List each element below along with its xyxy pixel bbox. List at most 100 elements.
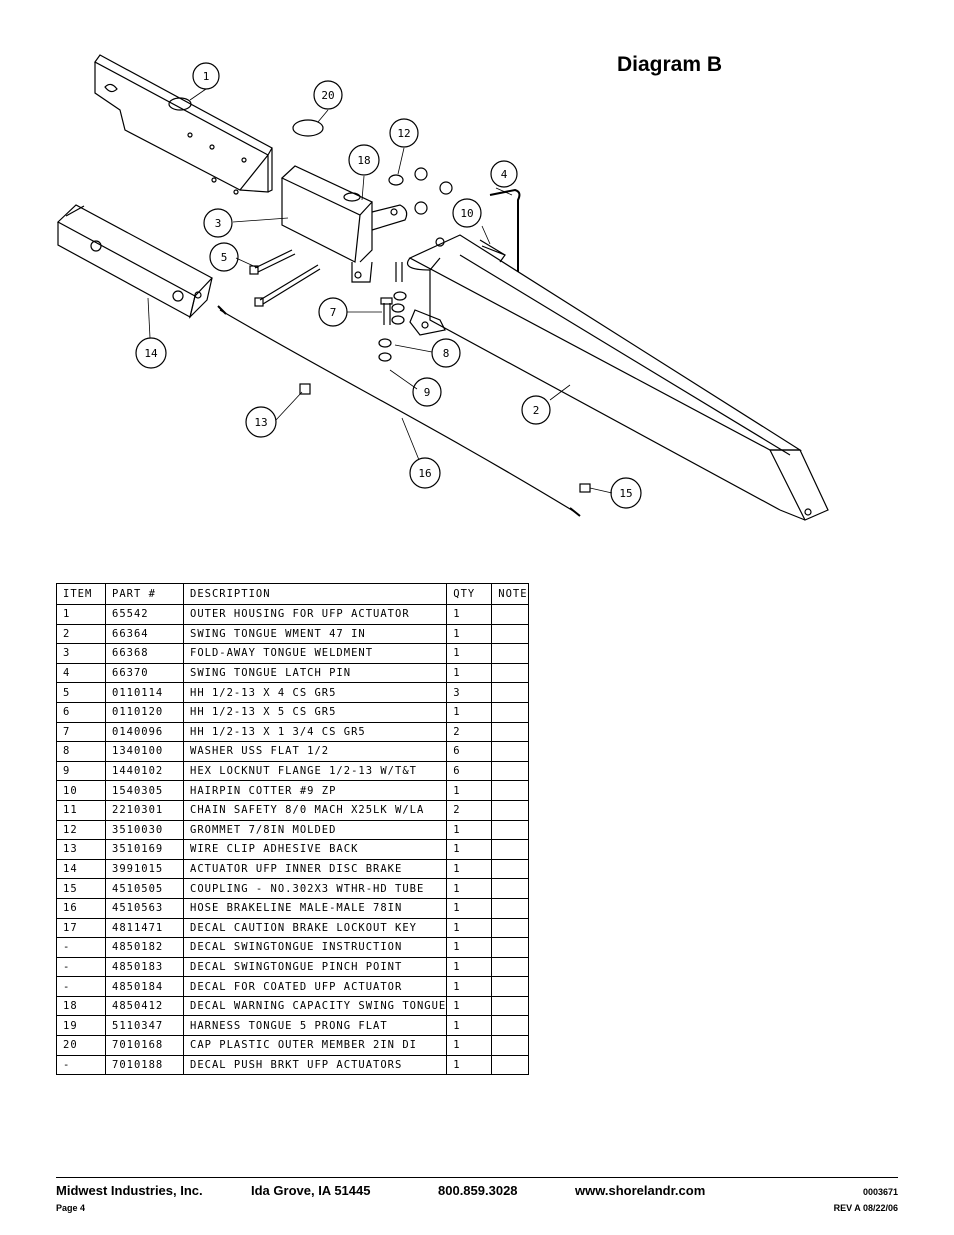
bolt-parts bbox=[249, 249, 403, 325]
cell-qty: 1 bbox=[446, 1054, 493, 1076]
cell-item: 15 bbox=[56, 878, 106, 899]
footer-website: www.shorelandr.com bbox=[575, 1183, 706, 1198]
svg-text:15: 15 bbox=[619, 487, 632, 500]
header-item: ITEM bbox=[56, 583, 106, 605]
exploded-parts-diagram: 1 20 12 18 4 10 3 5 7 8 9 14 13 16 2 15 bbox=[56, 54, 829, 521]
footer-city: Ida Grove, IA 51445 bbox=[251, 1183, 371, 1198]
cell-qty: 1 bbox=[446, 858, 493, 880]
cell-item: 12 bbox=[56, 819, 106, 841]
latch-pin-part bbox=[489, 188, 521, 272]
callout-14: 14 bbox=[135, 337, 167, 369]
callout-20: 20 bbox=[313, 80, 343, 110]
cell-desc: HEX LOCKNUT FLANGE 1/2-13 W/T&T bbox=[182, 760, 448, 782]
svg-text:18: 18 bbox=[357, 154, 370, 167]
cell-part: 7010168 bbox=[105, 1035, 184, 1056]
callout-8: 8 bbox=[431, 338, 461, 368]
cell-item: 2 bbox=[56, 623, 106, 645]
cell-part: 5110347 bbox=[105, 1015, 184, 1037]
cell-item: - bbox=[56, 1054, 106, 1076]
brake-line-part bbox=[219, 309, 576, 513]
cell-qty: 1 bbox=[446, 937, 493, 958]
svg-text:7: 7 bbox=[330, 306, 337, 319]
cell-desc: HOSE BRAKELINE MALE-MALE 78IN bbox=[182, 897, 448, 919]
footer-revision: REV A 08/22/06 bbox=[833, 1203, 898, 1213]
callout-7: 7 bbox=[318, 297, 348, 327]
cell-note bbox=[491, 976, 529, 997]
cell-qty: 1 bbox=[446, 839, 493, 860]
cell-desc: CHAIN SAFETY 8/0 MACH X25LK W/LA bbox=[182, 799, 448, 821]
callout-12: 12 bbox=[389, 118, 419, 148]
cell-item: 11 bbox=[56, 799, 106, 821]
cell-item: 18 bbox=[56, 995, 106, 1017]
callouts: 1 20 12 18 4 10 3 5 7 8 9 14 13 16 2 15 bbox=[135, 62, 642, 509]
cell-desc: COUPLING - NO.302X3 WTHR-HD TUBE bbox=[182, 878, 448, 899]
cell-desc: DECAL CAUTION BRAKE LOCKOUT KEY bbox=[182, 917, 448, 939]
cell-desc: ACTUATOR UFP INNER DISC BRAKE bbox=[182, 858, 448, 880]
svg-text:16: 16 bbox=[418, 467, 431, 480]
cell-part: 4850412 bbox=[105, 995, 184, 1017]
cell-item: 17 bbox=[56, 917, 106, 939]
cell-part: 0140096 bbox=[105, 721, 184, 743]
wire-clip-part bbox=[299, 383, 311, 395]
svg-text:10: 10 bbox=[460, 207, 473, 220]
cell-part: 4850182 bbox=[105, 937, 184, 958]
cap-part bbox=[292, 119, 324, 137]
callout-4: 4 bbox=[490, 160, 518, 188]
cell-part: 4510505 bbox=[105, 878, 184, 899]
svg-text:8: 8 bbox=[443, 347, 450, 360]
cell-item: 10 bbox=[56, 780, 106, 801]
cell-note bbox=[491, 701, 529, 723]
svg-text:12: 12 bbox=[397, 127, 410, 140]
cell-note bbox=[491, 917, 529, 939]
cell-desc: HAIRPIN COTTER #9 ZP bbox=[182, 780, 448, 801]
callout-1: 1 bbox=[192, 62, 220, 90]
cell-part: 0110114 bbox=[105, 682, 184, 703]
cell-note bbox=[491, 799, 529, 821]
cell-note bbox=[491, 760, 529, 782]
cell-desc: HARNESS TONGUE 5 PRONG FLAT bbox=[182, 1015, 448, 1037]
table-header-row: ITEM PART # DESCRIPTION QTY NOTE bbox=[56, 583, 529, 605]
cell-qty: 1 bbox=[446, 701, 493, 723]
cell-item: 20 bbox=[56, 1035, 106, 1056]
header-qty: QTY bbox=[446, 583, 493, 605]
cell-note bbox=[491, 643, 529, 664]
cell-part: 4850184 bbox=[105, 976, 184, 997]
cell-qty: 6 bbox=[446, 760, 493, 782]
cell-note bbox=[491, 1054, 529, 1076]
cell-item: - bbox=[56, 937, 106, 958]
cell-part: 4510563 bbox=[105, 897, 184, 919]
cell-desc: SWING TONGUE WMENT 47 IN bbox=[182, 623, 448, 645]
cell-qty: 2 bbox=[446, 721, 493, 743]
cell-item: 3 bbox=[56, 643, 106, 664]
footer-company: Midwest Industries, Inc. bbox=[56, 1183, 203, 1198]
svg-text:4: 4 bbox=[501, 168, 508, 181]
cell-part: 66368 bbox=[105, 643, 184, 664]
cell-desc: OUTER HOUSING FOR UFP ACTUATOR bbox=[182, 604, 448, 625]
cell-desc: DECAL SWINGTONGUE INSTRUCTION bbox=[182, 937, 448, 958]
cell-qty: 1 bbox=[446, 662, 493, 684]
cell-part: 3991015 bbox=[105, 858, 184, 880]
cell-qty: 6 bbox=[446, 741, 493, 762]
svg-text:13: 13 bbox=[254, 416, 267, 429]
cell-note bbox=[491, 956, 529, 978]
callout-3: 3 bbox=[203, 208, 233, 238]
cell-desc: DECAL SWINGTONGUE PINCH POINT bbox=[182, 956, 448, 978]
cell-desc: DECAL WARNING CAPACITY SWING TONGUE bbox=[182, 995, 448, 1017]
cell-note bbox=[491, 741, 529, 762]
footer-page: Page 4 bbox=[56, 1203, 86, 1213]
cell-item: - bbox=[56, 976, 106, 997]
